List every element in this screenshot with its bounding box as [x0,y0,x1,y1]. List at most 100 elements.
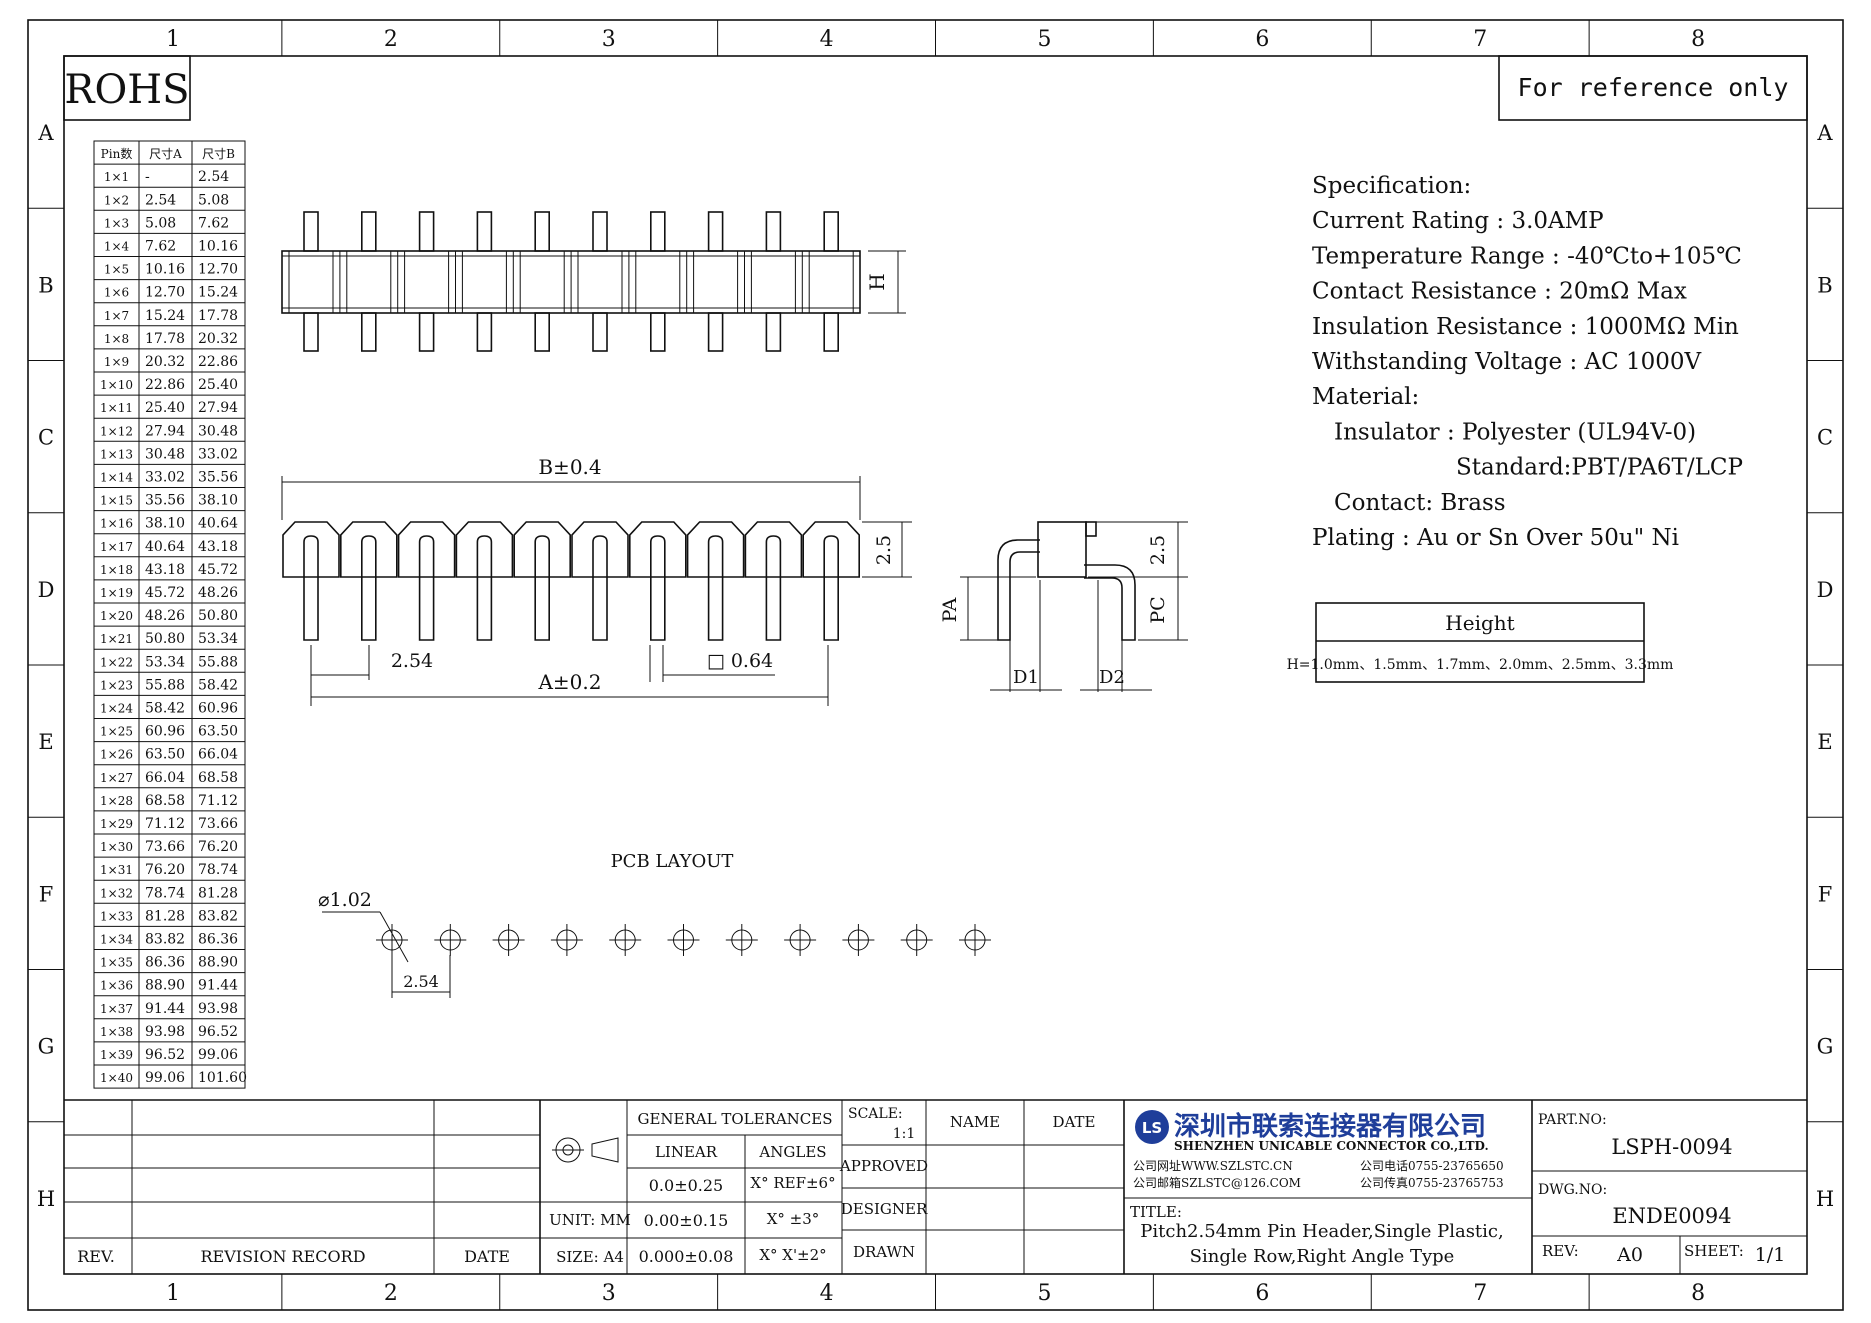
pin-table-cell: 10.16 [145,262,185,278]
zone-row-right: A [1816,121,1833,145]
pin-table-cell: 60.96 [198,701,238,717]
zone-row-left: H [37,1187,55,1211]
pin-table-cell: 35.56 [145,493,185,509]
date-header: DATE [1053,1113,1096,1131]
top-pin-upper [707,211,724,252]
top-pin-lower [476,312,493,352]
pin-table-cell: 1×29 [100,817,133,831]
zone-col-top: 8 [1691,27,1705,52]
pin-table-cell: 5.08 [145,215,176,231]
linear-tol-3: 0.000±0.08 [639,1247,734,1266]
pin-table-cell: 1×18 [100,563,133,577]
pin-table-cell: 1×5 [104,263,129,277]
pin-table-cell: 15.24 [145,308,185,324]
pin-table-cell: 93.98 [145,1024,185,1040]
pin-table-cell: 1×8 [104,332,129,346]
zone-row-right: F [1818,882,1833,906]
top-pin-lower [360,312,377,352]
spec-line: Temperature Range : -40℃to+105℃ [1312,243,1742,269]
zone-col-top: 6 [1255,27,1269,52]
top-view: H [281,211,906,352]
side-pin-right [1084,564,1136,641]
pin-table-cell: 1×39 [100,1048,133,1062]
zone-col-bottom: 7 [1473,1281,1487,1306]
pin-table-cell: 53.34 [198,631,238,647]
spec-line: Insulation Resistance : 1000MΩ Min [1312,314,1739,340]
pin-table-cell: 1×14 [100,471,133,485]
title-label: TITLE: [1130,1203,1182,1221]
front-pin [361,535,377,641]
pin-table-cell: 1×13 [100,447,133,461]
zone-row-right: C [1817,426,1833,450]
pin-table-header: Pin数 [101,146,133,161]
spec-line: Specification: [1312,173,1471,199]
pin-table-cell: 25.40 [145,400,185,416]
company-web: 公司网址WWW.SZLSTC.CN [1133,1159,1293,1173]
top-pin-lower [418,312,435,352]
part-no-label: PART.NO: [1538,1112,1607,1128]
dim-pin-label: □ 0.64 [707,650,773,672]
front-pin [534,535,550,641]
linear-tol-1: 0.0±0.25 [649,1176,723,1195]
pcb-hole-label: ⌀1.02 [318,889,372,911]
front-housing [340,521,398,578]
dwg-no-label: DWG.NO: [1538,1182,1607,1198]
top-pin-upper [592,211,608,252]
title-block: REV. REVISION RECORD DATE UNIT: MM SIZE:… [64,1099,1807,1274]
pin-table-cell: 12.70 [145,285,185,301]
side-body-step [1085,521,1097,537]
zone-row-right: G [1817,1035,1834,1059]
angle-tol-3: X° X'±2° [759,1246,826,1264]
pin-table-cell: 60.96 [145,724,185,740]
pin-table-cell: 1×23 [100,678,133,692]
zone-row-left: C [38,426,54,450]
pin-table-cell: 22.86 [198,354,238,370]
pin-table-cell: 1×40 [100,1071,133,1085]
pin-table-cell: 1×12 [100,424,133,438]
dim-h-label: H [865,273,889,290]
zone-row-left: D [38,578,55,602]
pin-table-cell: 91.44 [145,1001,185,1017]
front-pin [707,535,724,641]
zone-row-left: E [38,730,53,754]
top-cavity [808,250,854,314]
pin-table-cell: 101.60 [198,1070,247,1086]
dim-side-25-label: 2.5 [1147,535,1169,565]
zone-col-top: 7 [1473,27,1487,52]
front-pin [592,535,608,641]
pin-table-cell: 1×26 [100,748,133,762]
pin-table-cell: 7.62 [198,215,229,231]
front-pin [476,535,493,641]
height-box [1315,602,1645,683]
scale-label: SCALE: [848,1106,903,1122]
pin-table-cell: 33.02 [198,446,238,462]
pin-table-cell: 58.42 [198,677,238,693]
pin-table-cell: 5.08 [198,192,229,208]
pin-table-header: 尺寸A [149,147,182,161]
pin-table-cell: 1×10 [100,378,133,392]
dim-d2-label: D2 [1099,667,1125,688]
side-body [1037,521,1087,578]
pin-table-cell: 1×37 [100,1002,133,1016]
top-pin-lower [534,312,551,352]
front-housing [397,521,456,578]
top-cavity [635,250,681,314]
angle-tol-1: X° REF±6° [750,1174,835,1192]
company-fax: 公司传真0755-23765753 [1360,1175,1504,1190]
pin-table-cell: 1×27 [100,771,133,785]
dim-d1-label: D1 [1013,667,1039,688]
pin-table-cell: 58.42 [145,701,185,717]
pin-table-cell: 88.90 [145,978,185,994]
top-pin-lower [765,312,782,352]
pin-table-cell: 1×30 [100,840,133,854]
zone-row-right: D [1817,578,1834,602]
pin-table-cell: 86.36 [145,955,185,971]
designer-label: DESIGNER [841,1200,928,1218]
pin-table-cell: 76.20 [145,862,185,878]
pin-table-cell: 81.28 [198,885,238,901]
front-pin [823,535,839,641]
zone-row-right: E [1817,730,1832,754]
pin-table-cell: 55.88 [145,677,185,693]
pin-table-cell: 1×25 [100,725,133,739]
